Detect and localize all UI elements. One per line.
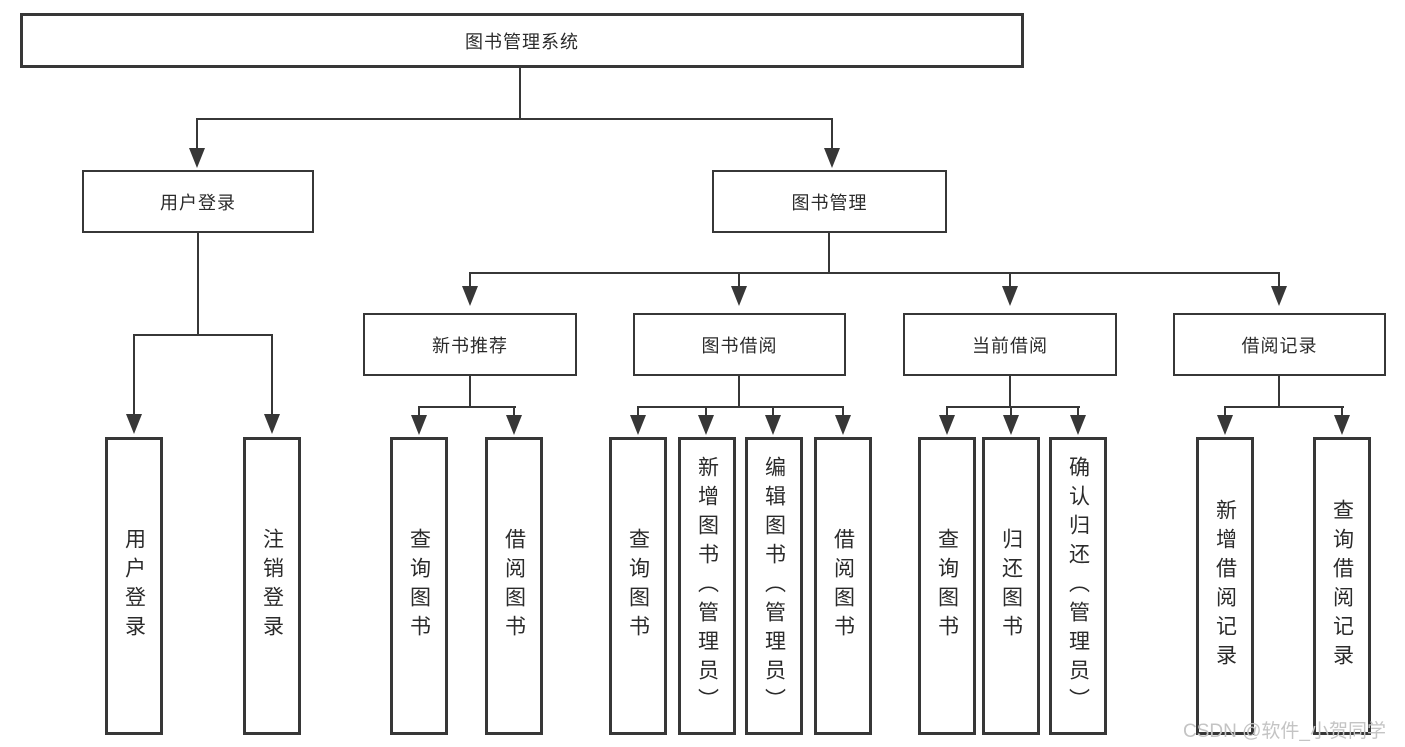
- leaf-borrow-edit-books-admin: 编辑图书（管理员）: [745, 437, 803, 735]
- leaf-borrow-borrow-books-label: 借阅图书: [831, 528, 855, 644]
- arrow-down-to-bb-edit-books: [765, 415, 781, 435]
- leaf-records-add-record: 新增借阅记录: [1196, 437, 1254, 735]
- connector-newbooks-stem-1: [418, 406, 420, 417]
- node-book-management-label: 图书管理: [791, 192, 868, 213]
- leaf-current-query-books: 查询图书: [918, 437, 976, 735]
- leaf-newbooks-borrow-books: 借阅图书: [485, 437, 543, 735]
- arrow-down-to-bb-borrow-books: [835, 415, 851, 435]
- arrow-down-to-bb-query-books: [630, 415, 646, 435]
- leaf-current-confirm-return-admin-label: 确认归还（管理员）: [1066, 455, 1090, 717]
- connector-current-trunk: [1009, 376, 1011, 408]
- connector-newbooks-crossbar: [418, 406, 516, 408]
- connector-borrow-stem-4: [842, 406, 844, 417]
- connector-current-crossbar: [946, 406, 1080, 408]
- leaf-current-query-books-label: 查询图书: [935, 528, 959, 644]
- connector-bookmgmt-stem-2: [738, 272, 740, 288]
- node-user-login-label: 用户登录: [160, 192, 236, 213]
- node-borrowing-records: 借阅记录: [1173, 313, 1386, 376]
- leaf-user-login-label: 用户登录: [122, 528, 146, 644]
- leaf-current-confirm-return-admin: 确认归还（管理员）: [1049, 437, 1107, 735]
- arrow-down-to-user-login: [189, 148, 205, 168]
- leaf-records-query-record: 查询借阅记录: [1313, 437, 1371, 735]
- node-book-borrowing-label: 图书借阅: [701, 335, 778, 356]
- connector-userlogin-trunk: [197, 233, 199, 336]
- arrow-down-to-leaf-user-login: [126, 414, 142, 434]
- arrow-down-to-bb-add-books: [698, 415, 714, 435]
- leaf-records-add-record-label: 新增借阅记录: [1213, 499, 1237, 673]
- connector-userlogin-stem-left: [133, 334, 135, 416]
- node-book-management: 图书管理: [712, 170, 947, 233]
- leaf-current-return-books: 归还图书: [982, 437, 1040, 735]
- leaf-newbooks-borrow-books-label: 借阅图书: [502, 528, 526, 644]
- csdn-watermark: CSDN @软件_小贺同学: [1183, 721, 1386, 742]
- connector-newbooks-trunk: [469, 376, 471, 408]
- leaf-borrow-edit-books-admin-label: 编辑图书（管理员）: [762, 455, 786, 717]
- arrow-down-to-borrowing-records: [1271, 286, 1287, 306]
- connector-records-stem-1: [1224, 406, 1226, 417]
- connector-root-stem-right: [831, 118, 833, 151]
- node-current-borrowing: 当前借阅: [903, 313, 1117, 376]
- connector-newbooks-stem-2: [513, 406, 515, 417]
- leaf-newbooks-query-books: 查询图书: [390, 437, 448, 735]
- leaf-borrow-borrow-books: 借阅图书: [814, 437, 872, 735]
- arrow-down-to-nb-query-books: [411, 415, 427, 435]
- arrow-down-to-cb-query-books: [939, 415, 955, 435]
- leaf-newbooks-query-books-label: 查询图书: [407, 528, 431, 644]
- connector-borrow-stem-1: [637, 406, 639, 417]
- connector-borrow-trunk: [738, 376, 740, 408]
- arrow-down-to-book-management: [824, 148, 840, 168]
- arrow-down-to-cb-confirm-return: [1070, 415, 1086, 435]
- arrow-down-to-nb-borrow-books: [506, 415, 522, 435]
- connector-bookmgmt-trunk: [828, 233, 830, 274]
- node-root-label: 图书管理系统: [465, 31, 579, 52]
- node-root-library-system: 图书管理系统: [20, 13, 1024, 68]
- leaf-logout-label: 注销登录: [260, 528, 284, 644]
- connector-current-stem-3: [1077, 406, 1079, 417]
- arrow-down-to-br-add-record: [1217, 415, 1233, 435]
- connector-bookmgmt-stem-4: [1278, 272, 1280, 288]
- arrow-down-to-leaf-logout: [264, 414, 280, 434]
- connector-records-crossbar: [1224, 406, 1344, 408]
- leaf-borrow-add-books-admin: 新增图书（管理员）: [678, 437, 736, 735]
- connector-root-crossbar: [196, 118, 833, 120]
- node-book-borrowing: 图书借阅: [633, 313, 846, 376]
- connector-records-trunk: [1278, 376, 1280, 408]
- arrow-down-to-new-book-recommend: [462, 286, 478, 306]
- node-user-login: 用户登录: [82, 170, 314, 233]
- connector-borrow-stem-3: [772, 406, 774, 417]
- connector-root-stem-left: [196, 118, 198, 151]
- connector-bookmgmt-stem-3: [1009, 272, 1011, 288]
- arrow-down-to-cb-return-books: [1003, 415, 1019, 435]
- node-new-book-recommend: 新书推荐: [363, 313, 577, 376]
- leaf-records-query-record-label: 查询借阅记录: [1330, 499, 1354, 673]
- leaf-borrow-add-books-admin-label: 新增图书（管理员）: [695, 455, 719, 717]
- leaf-borrow-query-books: 查询图书: [609, 437, 667, 735]
- arrow-down-to-br-query-record: [1334, 415, 1350, 435]
- node-new-book-recommend-label: 新书推荐: [432, 335, 508, 356]
- connector-userlogin-stem-right: [271, 334, 273, 416]
- leaf-logout: 注销登录: [243, 437, 301, 735]
- connector-root-trunk: [519, 66, 521, 120]
- connector-current-stem-1: [946, 406, 948, 417]
- arrow-down-to-book-borrowing: [731, 286, 747, 306]
- connector-records-stem-2: [1341, 406, 1343, 417]
- leaf-borrow-query-books-label: 查询图书: [626, 528, 650, 644]
- connector-bookmgmt-crossbar: [469, 272, 1280, 274]
- node-current-borrowing-label: 当前借阅: [972, 335, 1048, 356]
- arrow-down-to-current-borrowing: [1002, 286, 1018, 306]
- node-borrowing-records-label: 借阅记录: [1241, 335, 1318, 356]
- leaf-user-login: 用户登录: [105, 437, 163, 735]
- connector-bookmgmt-stem-1: [469, 272, 471, 288]
- connector-borrow-crossbar: [637, 406, 844, 408]
- connector-userlogin-crossbar: [133, 334, 273, 336]
- connector-borrow-stem-2: [705, 406, 707, 417]
- connector-current-stem-2: [1010, 406, 1012, 417]
- leaf-current-return-books-label: 归还图书: [999, 528, 1023, 644]
